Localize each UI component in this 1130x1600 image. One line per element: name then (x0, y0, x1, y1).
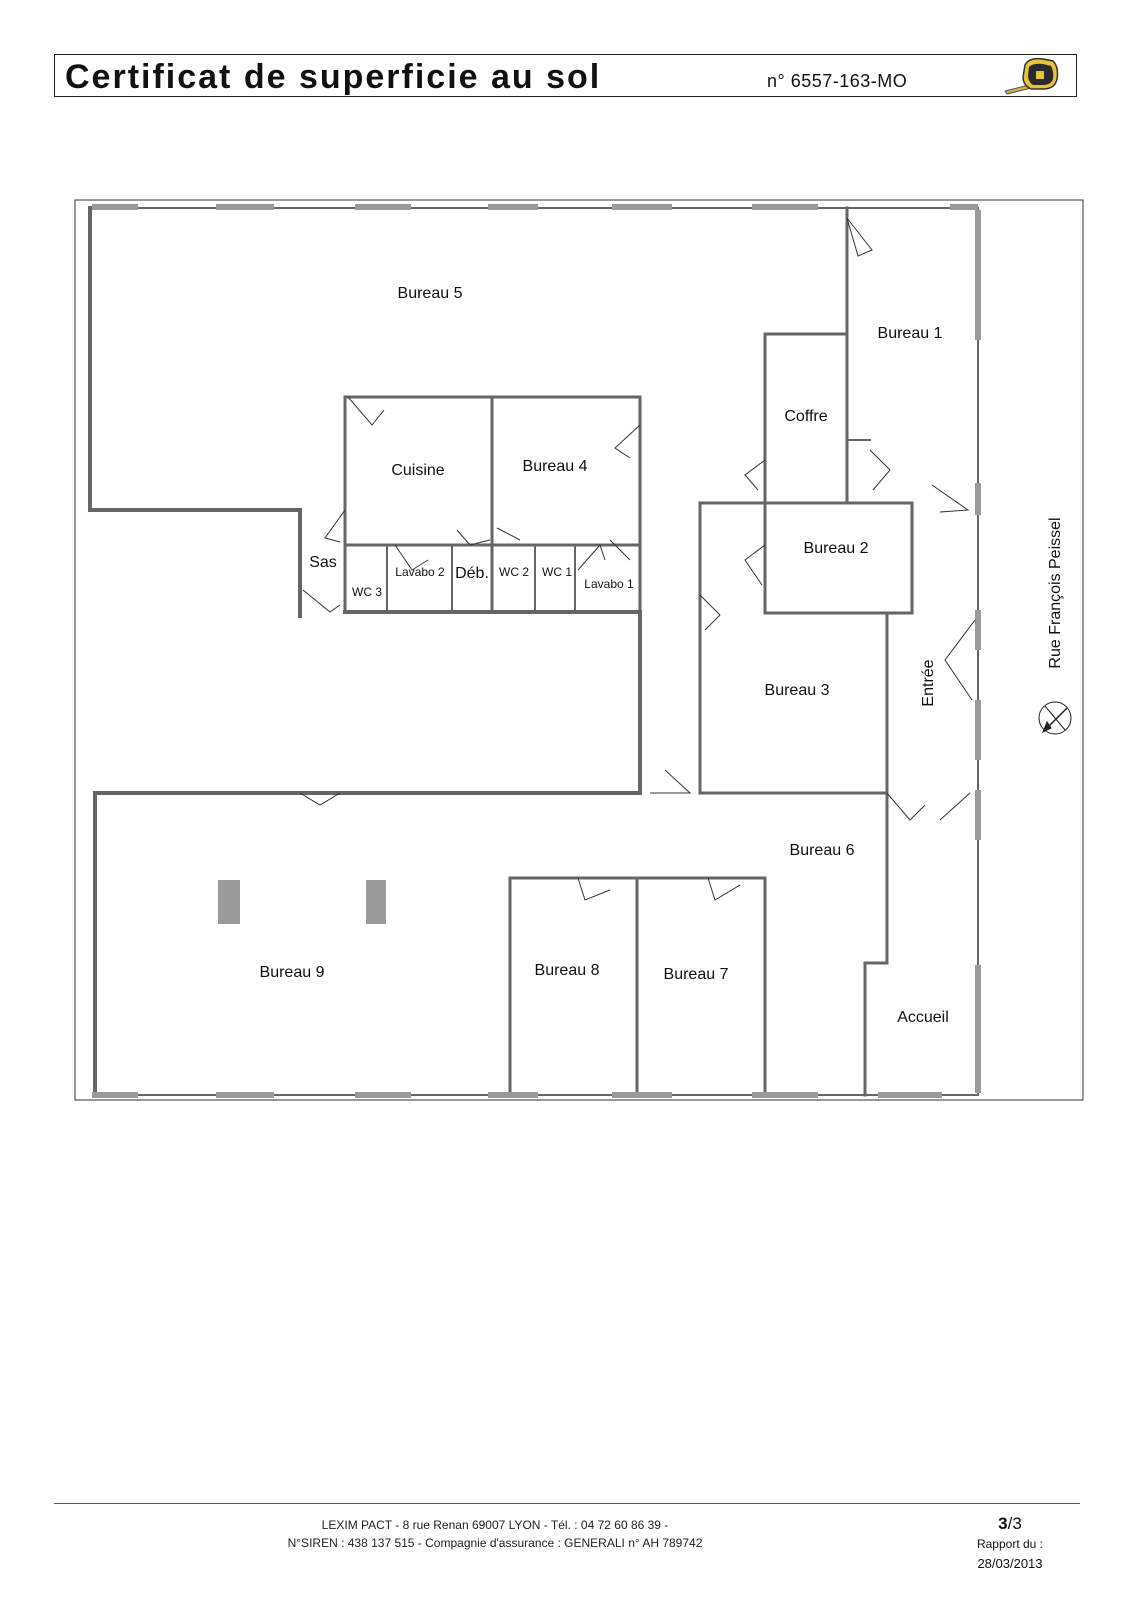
compass-icon (1038, 701, 1072, 735)
room-lavabo-1: Lavabo 1 (584, 577, 634, 591)
report-date-label: Rapport du : (976, 1537, 1044, 1551)
page-total: /3 (1007, 1514, 1022, 1533)
page-number: 3/3 (960, 1514, 1060, 1534)
room-wc-1: WC 1 (542, 565, 572, 579)
street-name: Rue François Peissel (1047, 517, 1064, 668)
room-bureau-1: Bureau 1 (878, 325, 943, 342)
room-bureau-7: Bureau 7 (664, 966, 729, 983)
room-accueil: Accueil (897, 1009, 949, 1026)
walls (88, 206, 979, 1097)
footer-company-address: LEXIM PACT - 8 rue Renan 69007 LYON - Té… (321, 1518, 669, 1532)
tape-measure-icon (1004, 57, 1059, 95)
report-date: 28/03/2013 (977, 1556, 1043, 1571)
document-header: Certificat de superficie au sol n° 6557-… (54, 54, 1077, 97)
room-deb: Déb. (455, 565, 489, 582)
plan-frame (74, 199, 1084, 1101)
room-bureau-4: Bureau 4 (523, 458, 588, 475)
windows (92, 204, 981, 1098)
document-title: Certificat de superficie au sol (65, 58, 602, 96)
room-wc-3: WC 3 (352, 585, 382, 599)
footer-company-registration: N°SIREN : 438 137 515 - Compagnie d'assu… (287, 1536, 703, 1550)
footer-divider (54, 1503, 1080, 1504)
room-cuisine: Cuisine (391, 462, 444, 479)
room-sas: Sas (309, 554, 337, 571)
room-bureau-2: Bureau 2 (804, 540, 869, 557)
page-current: 3 (998, 1514, 1008, 1533)
room-coffre: Coffre (784, 408, 827, 425)
room-bureau-3: Bureau 3 (765, 682, 830, 699)
room-bureau-9: Bureau 9 (260, 964, 325, 981)
room-lavabo-2: Lavabo 2 (395, 565, 445, 579)
room-bureau-8: Bureau 8 (535, 962, 600, 979)
room-bureau-6: Bureau 6 (790, 842, 855, 859)
pillar-1 (218, 880, 240, 924)
certificate-number: n° 6557-163-MO (767, 71, 908, 91)
door-swings (299, 217, 976, 901)
pillar-2 (366, 880, 386, 924)
room-wc-2: WC 2 (499, 565, 529, 579)
room-bureau-5: Bureau 5 (398, 285, 463, 302)
room-entree: Entrée (920, 659, 937, 706)
